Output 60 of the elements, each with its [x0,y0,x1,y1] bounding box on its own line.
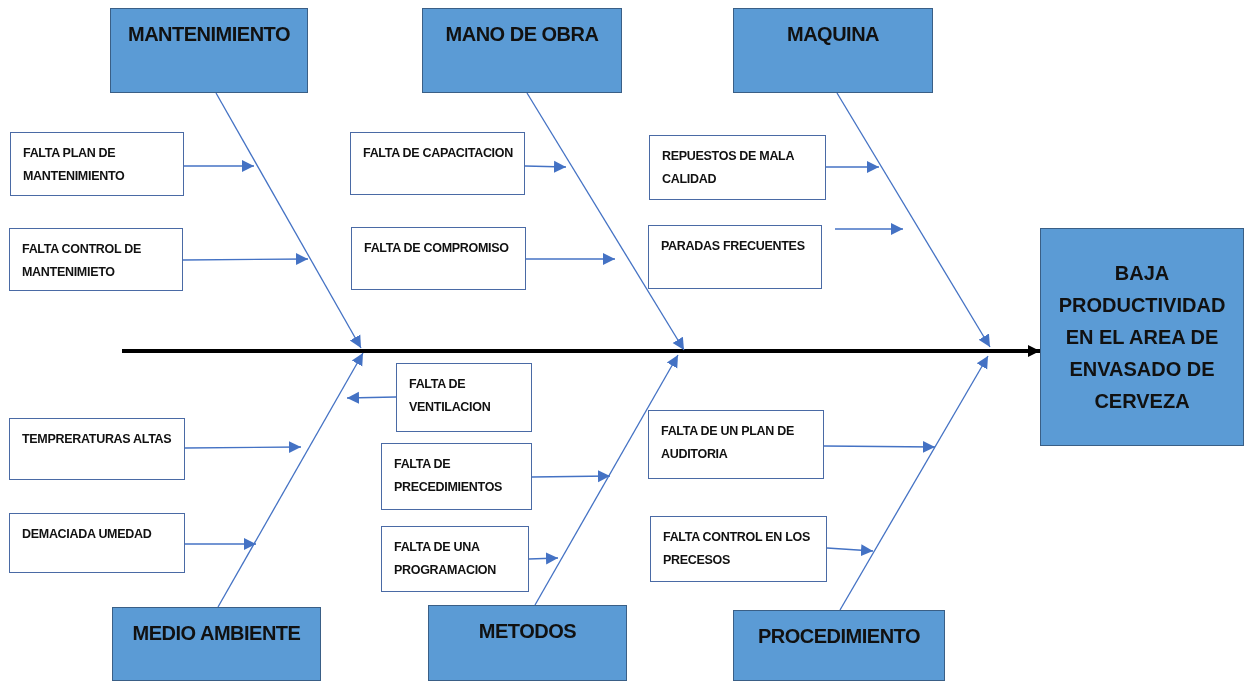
bone-arrow [215,92,362,349]
bone-arrow [526,92,685,351]
arrow [531,470,611,483]
cause-box [396,363,532,432]
bone-arrow [836,92,991,348]
bone-arrow [839,355,989,611]
cause-box [9,418,185,480]
arrow [823,440,936,453]
category-label: MAQUINA [785,23,880,46]
arrow [525,253,616,265]
cause-label: REPUESTOS DE MALA CALIDAD [662,148,795,188]
cause-box [381,526,529,592]
category-label: MANO DE OBRA [444,23,600,46]
effect-box [1040,228,1244,446]
arrow [524,160,567,173]
arrow [826,544,874,557]
arrow [528,552,559,565]
cause-label: FALTA CONTROL DE MANTENIMIETO [22,241,143,281]
category-box [733,610,945,681]
arrow [834,223,904,235]
spine-arrow [122,345,1040,357]
category-label: PROCEDIMIENTO [756,625,921,648]
arrow [825,161,880,173]
cause-box [9,513,185,573]
cause-label: FALTA DE CAPACITACION [363,145,514,162]
category-box [733,8,933,93]
cause-box [381,443,532,510]
cause-box [351,227,526,290]
arrow [182,253,309,266]
bone-arrow [534,354,679,606]
cause-label: FALTA DE UNA PROGRAMACION [394,539,497,579]
cause-label: PARADAS FRECUENTES [661,238,806,255]
cause-label: FALTA CONTROL EN LOS PRECESOS [663,529,811,569]
category-box [422,8,622,93]
cause-box [648,410,824,479]
category-box [428,605,627,681]
cause-label: DEMACIADA UMEDAD [22,526,153,543]
cause-box [10,132,184,196]
category-box [112,607,321,681]
cause-box [649,135,826,200]
cause-label: FALTA DE VENTILACION [409,376,492,416]
effect-label: BAJA PRODUCTIVIDAD EN EL AREA DE ENVASADO DE CERVEZA [1057,261,1227,414]
arrow [184,538,257,550]
bone-arrow [217,352,364,608]
arrow [183,160,255,172]
category-label: METODOS [477,620,578,643]
cause-label: FALTA DE PRECEDIMIENTOS [394,456,504,496]
category-label: MANTENIMIENTO [127,23,291,46]
cause-label: FALTA DE COMPROMISO [364,240,510,257]
cause-label: FALTA DE UN PLAN DE AUDITORIA [661,423,795,463]
cause-box [350,132,525,195]
arrow [346,391,397,404]
category-label: MEDIO AMBIENTE [131,622,302,645]
cause-label: FALTA PLAN DE MANTENIMIENTO [23,145,126,185]
cause-box [648,225,822,289]
category-box [110,8,308,93]
arrow [184,441,302,454]
cause-box [9,228,183,291]
cause-box [650,516,827,582]
cause-label: TEMPRERATURAS ALTAS [22,431,173,448]
